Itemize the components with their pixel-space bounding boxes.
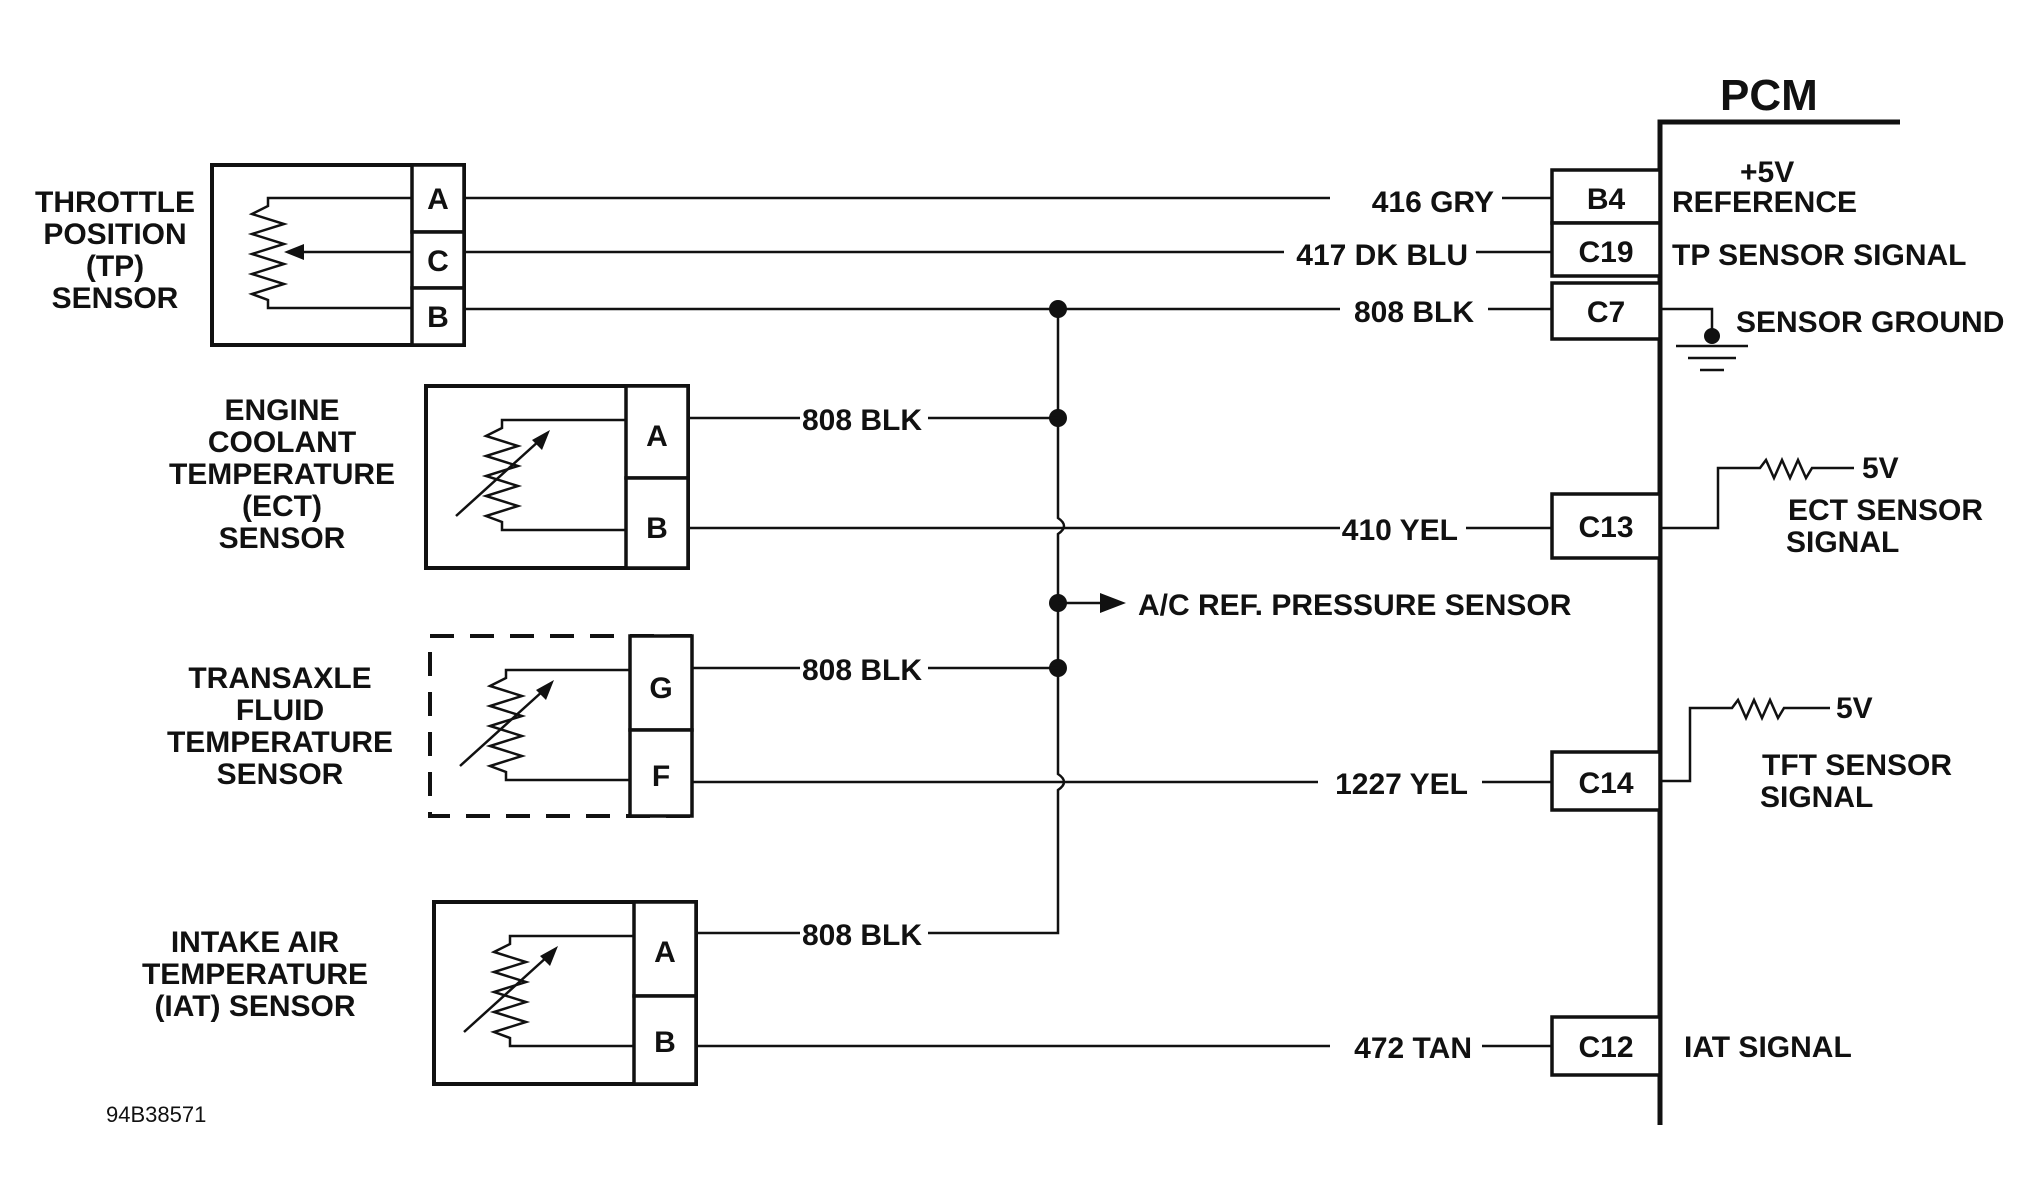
iat-pin-b bbox=[632, 994, 698, 1086]
pcm-bus-line bbox=[1657, 119, 1900, 1125]
wire-tft-ground-label: 808 BLK bbox=[802, 654, 922, 687]
tp-sensor: THROTTLE POSITION (TP) SENSOR A C B bbox=[35, 163, 466, 347]
iat-label-line2: TEMPERATURE bbox=[142, 958, 368, 991]
tft-label-line4: SENSOR bbox=[217, 758, 344, 791]
ect-label-line3: TEMPERATURE bbox=[169, 458, 395, 491]
ect-signal-line1: ECT SENSOR bbox=[1788, 494, 1983, 527]
ect-signal-line2: SIGNAL bbox=[1786, 526, 1899, 559]
splice-dot bbox=[1049, 300, 1067, 318]
iat-sensor: INTAKE AIR TEMPERATURE (IAT) SENSOR A B bbox=[142, 900, 698, 1086]
iat-label-line1: INTAKE AIR bbox=[171, 926, 340, 959]
pcm-pin-c7-label: C7 bbox=[1587, 296, 1625, 329]
wire-ect-ground-label: 808 BLK bbox=[802, 404, 922, 437]
tft-label-line1: TRANSAXLE bbox=[188, 662, 371, 695]
pcm-pin-b4-label: B4 bbox=[1587, 183, 1626, 216]
tft-label-line3: TEMPERATURE bbox=[167, 726, 393, 759]
pcm-pin-c13 bbox=[1550, 492, 1662, 560]
ect-label-line4: (ECT) bbox=[242, 490, 322, 523]
tft-5v-label: 5V bbox=[1836, 692, 1873, 725]
tp-pin-c-label: C bbox=[427, 245, 449, 278]
ect-5v-label: 5V bbox=[1862, 452, 1899, 485]
tft-signal-line2: SIGNAL bbox=[1760, 781, 1873, 814]
diagram-code: 94B38571 bbox=[106, 1102, 206, 1127]
ect-sensor: ENGINE COOLANT TEMPERATURE (ECT) SENSOR … bbox=[169, 384, 690, 570]
ect-label-line5: SENSOR bbox=[219, 522, 346, 555]
wire-ref-label: 416 GRY bbox=[1372, 186, 1494, 219]
tft-pullup-resistor-icon bbox=[1662, 696, 1830, 783]
ect-pin-a-label: A bbox=[646, 420, 668, 453]
wire-iat-signal-label: 472 TAN bbox=[1354, 1032, 1472, 1065]
ect-pin-b-label: B bbox=[646, 512, 668, 545]
pcm-pin-c19 bbox=[1550, 221, 1662, 278]
thermistor-icon bbox=[459, 668, 630, 782]
ac-ref-label: A/C REF. PRESSURE SENSOR bbox=[1138, 589, 1572, 622]
pcm-pin-c14 bbox=[1550, 750, 1662, 812]
wire-tft-signal-label: 1227 YEL bbox=[1335, 768, 1468, 801]
pcm-pin-c19-label: C19 bbox=[1578, 236, 1633, 269]
ect-label-line1: ENGINE bbox=[224, 394, 339, 427]
tft-pin-g bbox=[628, 634, 694, 732]
ect-pullup-resistor-icon bbox=[1662, 456, 1854, 530]
tp-label-line4: SENSOR bbox=[52, 282, 179, 315]
pcm-pin-c7 bbox=[1550, 281, 1662, 341]
tp-pin-b-label: B bbox=[427, 301, 449, 334]
pcm-iat-signal-label: IAT SIGNAL bbox=[1684, 1031, 1852, 1064]
iat-pin-b-label: B bbox=[654, 1026, 676, 1059]
pcm-reference-label: REFERENCE bbox=[1672, 186, 1857, 219]
iat-pin-a bbox=[632, 900, 698, 998]
tft-pin-f-label: F bbox=[652, 760, 670, 793]
ect-pin-b bbox=[624, 476, 690, 570]
tp-pin-b bbox=[410, 286, 466, 347]
wire-iat-ground-label: 808 BLK bbox=[802, 919, 922, 952]
tp-label-line3: (TP) bbox=[86, 250, 144, 283]
wires: 416 GRY 417 DK BLU 808 BLK 808 BLK 410 Y… bbox=[464, 186, 1572, 1065]
ground-splice-trunk bbox=[928, 309, 1066, 935]
tp-label-line2: POSITION bbox=[43, 218, 186, 251]
tp-pin-a-label: A bbox=[427, 183, 449, 216]
pcm-pin-c13-label: C13 bbox=[1578, 511, 1633, 544]
potentiometer-icon bbox=[247, 196, 412, 310]
pcm-block: PCM B4 C19 C7 C13 C14 C12 +5V REFERENCE … bbox=[1550, 71, 2004, 1125]
tft-signal-line1: TFT SENSOR bbox=[1762, 749, 1952, 782]
wire-ect-signal-label: 410 YEL bbox=[1342, 514, 1458, 547]
pcm-pin-c14-label: C14 bbox=[1578, 767, 1633, 800]
ect-pin-a bbox=[624, 384, 690, 480]
arrow-right-icon bbox=[1100, 593, 1126, 613]
thermistor-icon bbox=[463, 934, 634, 1048]
pcm-tp-signal-label: TP SENSOR SIGNAL bbox=[1672, 239, 1967, 272]
thermistor-icon bbox=[455, 418, 626, 532]
tft-label-line2: FLUID bbox=[236, 694, 324, 727]
iat-pin-a-label: A bbox=[654, 936, 676, 969]
pcm-title: PCM bbox=[1720, 71, 1818, 120]
pcm-plus5v-label: +5V bbox=[1740, 156, 1794, 189]
tft-sensor: TRANSAXLE FLUID TEMPERATURE SENSOR G F bbox=[167, 634, 694, 818]
pcm-pin-c12-label: C12 bbox=[1578, 1031, 1633, 1064]
ground-icon bbox=[1662, 307, 1748, 372]
pcm-sensor-ground-label: SENSOR GROUND bbox=[1736, 306, 2004, 339]
tp-label-line1: THROTTLE bbox=[35, 186, 195, 219]
ect-label-line2: COOLANT bbox=[208, 426, 356, 459]
iat-label-line3: (IAT) SENSOR bbox=[154, 990, 355, 1023]
tft-pin-f bbox=[628, 728, 694, 818]
wire-tp-ground-label: 808 BLK bbox=[1354, 296, 1474, 329]
wire-tp-signal-label: 417 DK BLU bbox=[1296, 239, 1468, 272]
tft-pin-g-label: G bbox=[649, 672, 672, 705]
